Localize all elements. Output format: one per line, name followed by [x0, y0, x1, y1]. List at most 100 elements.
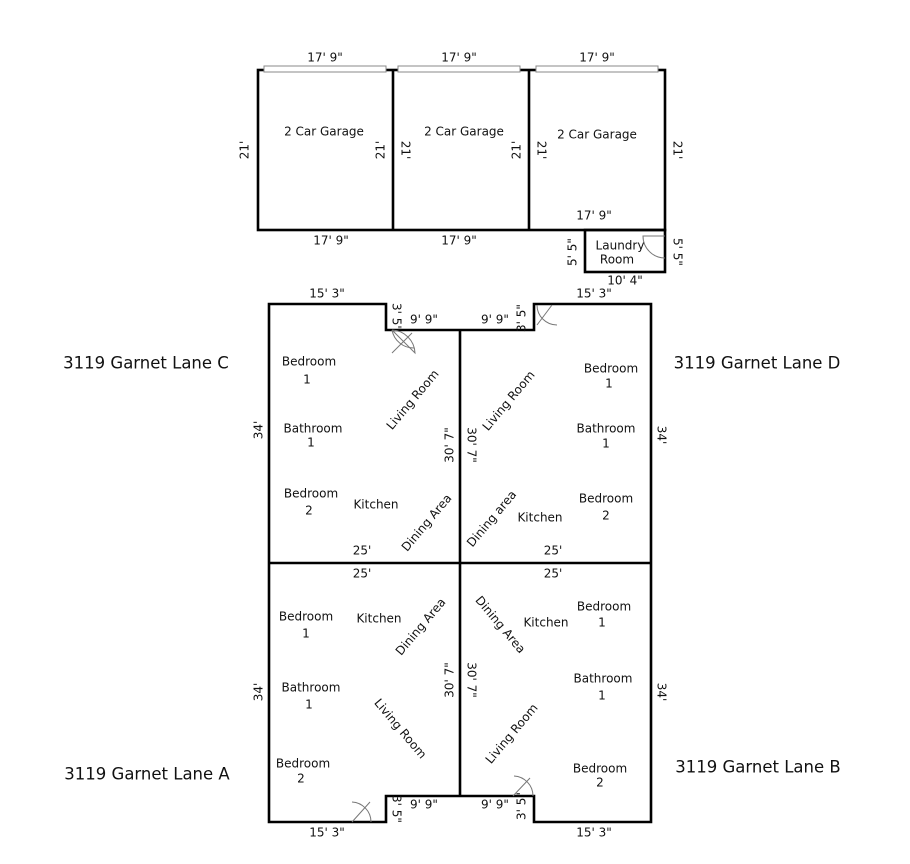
dimension-label: 21': [399, 141, 413, 160]
room-label: Living Room: [480, 368, 538, 433]
room-label: 2 Car Garage: [557, 128, 637, 142]
dimension-label: 21': [510, 141, 524, 160]
room-label: Bedroom: [276, 757, 330, 771]
dimension-label: 25': [353, 567, 372, 581]
room-label: Room: [600, 253, 634, 267]
unit-title: 3119 Garnet Lane C: [63, 354, 229, 373]
dimension-label: 15' 3": [309, 826, 345, 840]
door-swing-icon: [391, 329, 416, 355]
room-label: Bedroom: [573, 762, 627, 776]
room-label: Living Room: [483, 701, 541, 766]
unit-c: 3119 Garnet Lane C 15' 3" 3' 5" 9' 9" 34…: [63, 287, 456, 558]
unit-title: 3119 Garnet Lane B: [675, 758, 840, 777]
room-number: 1: [303, 373, 311, 387]
dimension-label: 25': [544, 544, 563, 558]
room-number: 1: [307, 436, 315, 450]
dimension-label: 25': [544, 567, 563, 581]
room-label: Living Room: [371, 696, 429, 761]
room-label: Kitchen: [356, 612, 401, 626]
garage-outline: [256, 68, 667, 232]
dimension-label: 9' 9": [410, 313, 438, 327]
building-outline: [267, 302, 653, 824]
room-number: 1: [598, 616, 606, 630]
unit-a: 3119 Garnet Lane A 25' 34' 30' 7" 3' 5" …: [64, 567, 456, 840]
room-number: 1: [605, 377, 613, 391]
dimension-label: 34': [252, 421, 266, 440]
dimension-label: 30' 7": [465, 662, 479, 698]
dimension-label: 17' 9": [441, 234, 477, 248]
room-label: Kitchen: [353, 498, 398, 512]
room-number: 2: [596, 776, 604, 790]
garage-door: [535, 65, 659, 73]
door-icon: [351, 801, 371, 823]
dimension-label: 17' 9": [441, 51, 477, 65]
room-label: 2 Car Garage: [424, 125, 504, 139]
units-outline: [267, 302, 653, 824]
dimension-label: 9' 9": [481, 798, 509, 812]
dimension-label: 21': [671, 141, 685, 160]
laundry-room-outline: [583, 228, 667, 274]
dimension-label: 17' 9": [313, 234, 349, 248]
dimension-label: 34': [655, 426, 669, 445]
room-label: Bathroom: [574, 672, 633, 686]
room-label: Bedroom: [584, 362, 638, 376]
dimension-label: 5' 5": [671, 238, 685, 266]
room-label: Dining Area: [472, 593, 528, 656]
dimension-label: 17' 9": [576, 209, 612, 223]
dimension-label: 9' 9": [481, 313, 509, 327]
garage-block: 17' 9" 17' 9" 17' 9" 2 Car Garage 2 Car …: [238, 51, 685, 288]
garage-door: [263, 65, 387, 73]
room-number: 1: [602, 437, 610, 451]
room-label: Bedroom: [282, 355, 336, 369]
room-number: 1: [302, 627, 310, 641]
room-label: Dining Area: [399, 491, 455, 554]
room-label: Dining area: [464, 488, 519, 550]
room-label: Bedroom: [279, 610, 333, 624]
dimension-label: 17' 9": [579, 51, 615, 65]
unit-title: 3119 Garnet Lane A: [64, 765, 230, 784]
room-label: Bathroom: [577, 422, 636, 436]
room-label: Laundry: [596, 239, 645, 253]
room-label: Kitchen: [517, 511, 562, 525]
room-number: 1: [305, 698, 313, 712]
dimension-label: 15' 3": [309, 287, 345, 301]
dimension-label: 3' 5": [515, 792, 529, 820]
door-swing-icon: [513, 775, 534, 797]
garage-door: [397, 65, 521, 73]
dimension-label: 3' 5": [515, 304, 529, 332]
unit-b: 3119 Garnet Lane B 25' 34' 30' 7" 3' 5" …: [465, 567, 841, 840]
dimension-label: 21': [238, 141, 252, 160]
dimension-label: 15' 3": [576, 826, 612, 840]
room-label: Bedroom: [579, 492, 633, 506]
dimension-label: 10' 4": [607, 274, 643, 288]
dimension-label: 9' 9": [410, 798, 438, 812]
room-number: 2: [602, 509, 610, 523]
dimension-label: 5' 5": [566, 238, 580, 266]
room-number: 1: [598, 689, 606, 703]
unit-title: 3119 Garnet Lane D: [674, 354, 841, 373]
dimension-label: 21': [374, 141, 388, 160]
dimension-label: 30' 7": [443, 662, 457, 698]
door-swing-icon: [351, 801, 372, 823]
room-label: Dining Area: [393, 595, 449, 658]
dimension-label: 3' 5": [390, 795, 404, 823]
room-label: Bathroom: [284, 422, 343, 436]
room-label: Bedroom: [284, 487, 338, 501]
door-icon: [391, 332, 413, 354]
door-swing-icon: [391, 329, 415, 349]
door-swing-icon: [536, 304, 558, 326]
dimension-label: 21': [535, 141, 549, 160]
dimension-label: 30' 7": [443, 427, 457, 463]
door-icon: [536, 304, 553, 326]
dimension-label: 34': [655, 683, 669, 702]
dimension-label: 3' 5": [390, 303, 404, 331]
door-icon: [512, 777, 531, 797]
room-number: 2: [297, 772, 305, 786]
room-label: Living Room: [384, 367, 442, 432]
room-label: Bathroom: [282, 681, 341, 695]
dimension-label: 34': [252, 683, 266, 702]
room-label: 2 Car Garage: [284, 125, 364, 139]
dimension-label: 30' 7": [465, 427, 479, 463]
dimension-label: 15' 3": [576, 287, 612, 301]
